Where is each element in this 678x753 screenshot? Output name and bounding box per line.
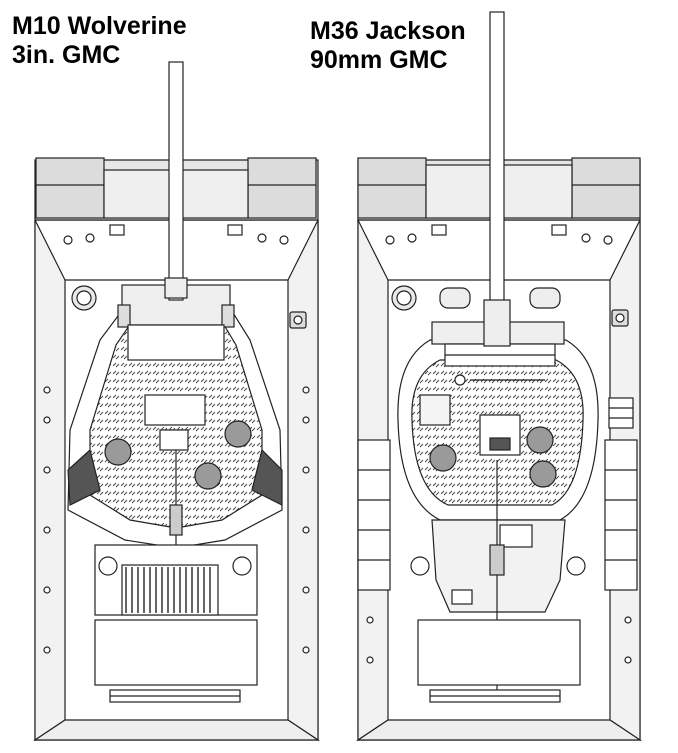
m10-rivets	[43, 386, 310, 654]
m10-caption: M10 Wolverine 3in. GMC	[12, 12, 187, 70]
m10-gun: 3in. GMC	[12, 41, 121, 69]
m10-seat	[104, 438, 132, 466]
m36-right-fender	[571, 157, 641, 219]
m36-front-details	[385, 224, 613, 245]
m36-gun: 90mm GMC	[310, 46, 448, 74]
m10-name: M10 Wolverine	[12, 12, 187, 40]
m10-right-fender	[247, 157, 317, 219]
m36-ladders	[357, 397, 638, 591]
m10-gun-barrel	[168, 61, 184, 301]
m36-gun-barrel	[489, 11, 505, 313]
m10-left-fender	[35, 157, 105, 219]
m36-drawing	[356, 11, 642, 742]
m36-name: M36 Jackson	[310, 17, 466, 45]
m10-drawing	[33, 61, 320, 742]
m36-rivets	[366, 616, 632, 664]
m36-left-fender	[357, 157, 427, 219]
m10-front-details	[63, 224, 289, 245]
m36-caption: M36 Jackson 90mm GMC	[310, 17, 466, 75]
m10-left-side	[34, 219, 66, 742]
m10-right-side	[287, 219, 319, 742]
m36-seat	[429, 444, 457, 472]
